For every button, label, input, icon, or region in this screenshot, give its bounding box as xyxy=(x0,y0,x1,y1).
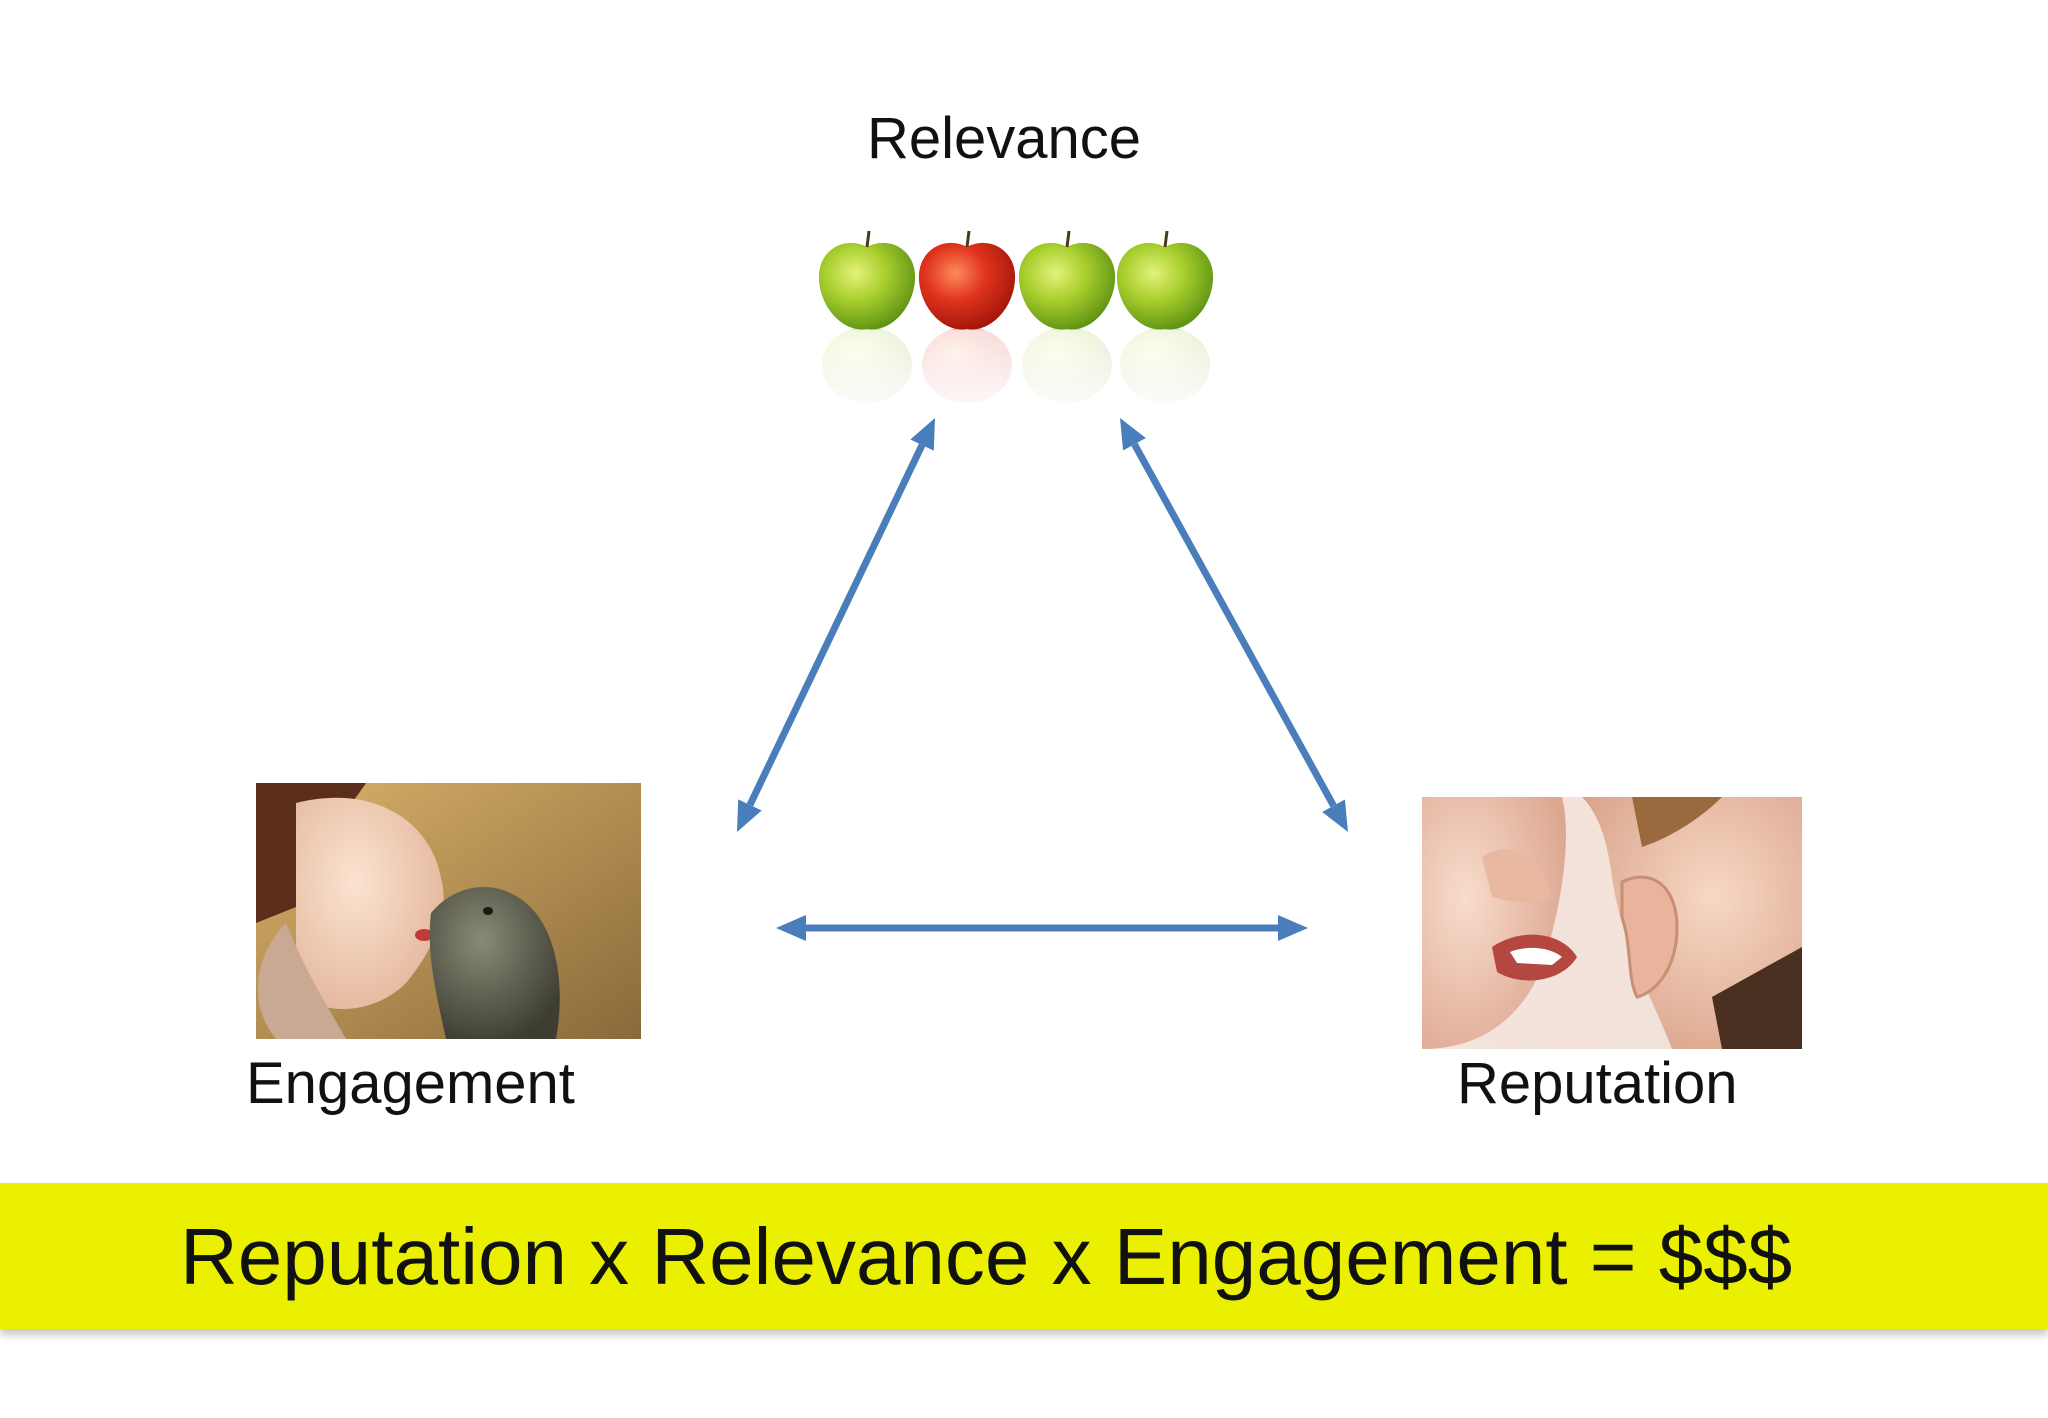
girl-kissing-seal-photo xyxy=(256,783,641,1039)
arrow-relevance-reputation xyxy=(1131,442,1337,808)
arrowhead-engagement-reputation-end xyxy=(1278,915,1308,941)
whisper-in-ear-photo xyxy=(1422,797,1802,1049)
arrowhead-relevance-engagement-end xyxy=(737,799,762,832)
relevance-label: Relevance xyxy=(867,106,1142,171)
arrowhead-relevance-reputation-end xyxy=(1322,799,1348,832)
formula-text: Reputation x Relevance x Engagement = $$… xyxy=(180,1212,1793,1301)
arrowhead-relevance-reputation-start xyxy=(1120,418,1146,451)
arrowhead-engagement-reputation-start xyxy=(776,915,806,941)
arrow-relevance-engagement xyxy=(746,443,926,807)
arrowhead-relevance-engagement-start xyxy=(910,418,935,451)
apples-photo xyxy=(805,225,1225,420)
engagement-label: Engagement xyxy=(246,1051,575,1116)
formula-banner: Reputation x Relevance x Engagement = $$… xyxy=(0,1183,2048,1329)
reputation-label: Reputation xyxy=(1457,1051,1738,1116)
